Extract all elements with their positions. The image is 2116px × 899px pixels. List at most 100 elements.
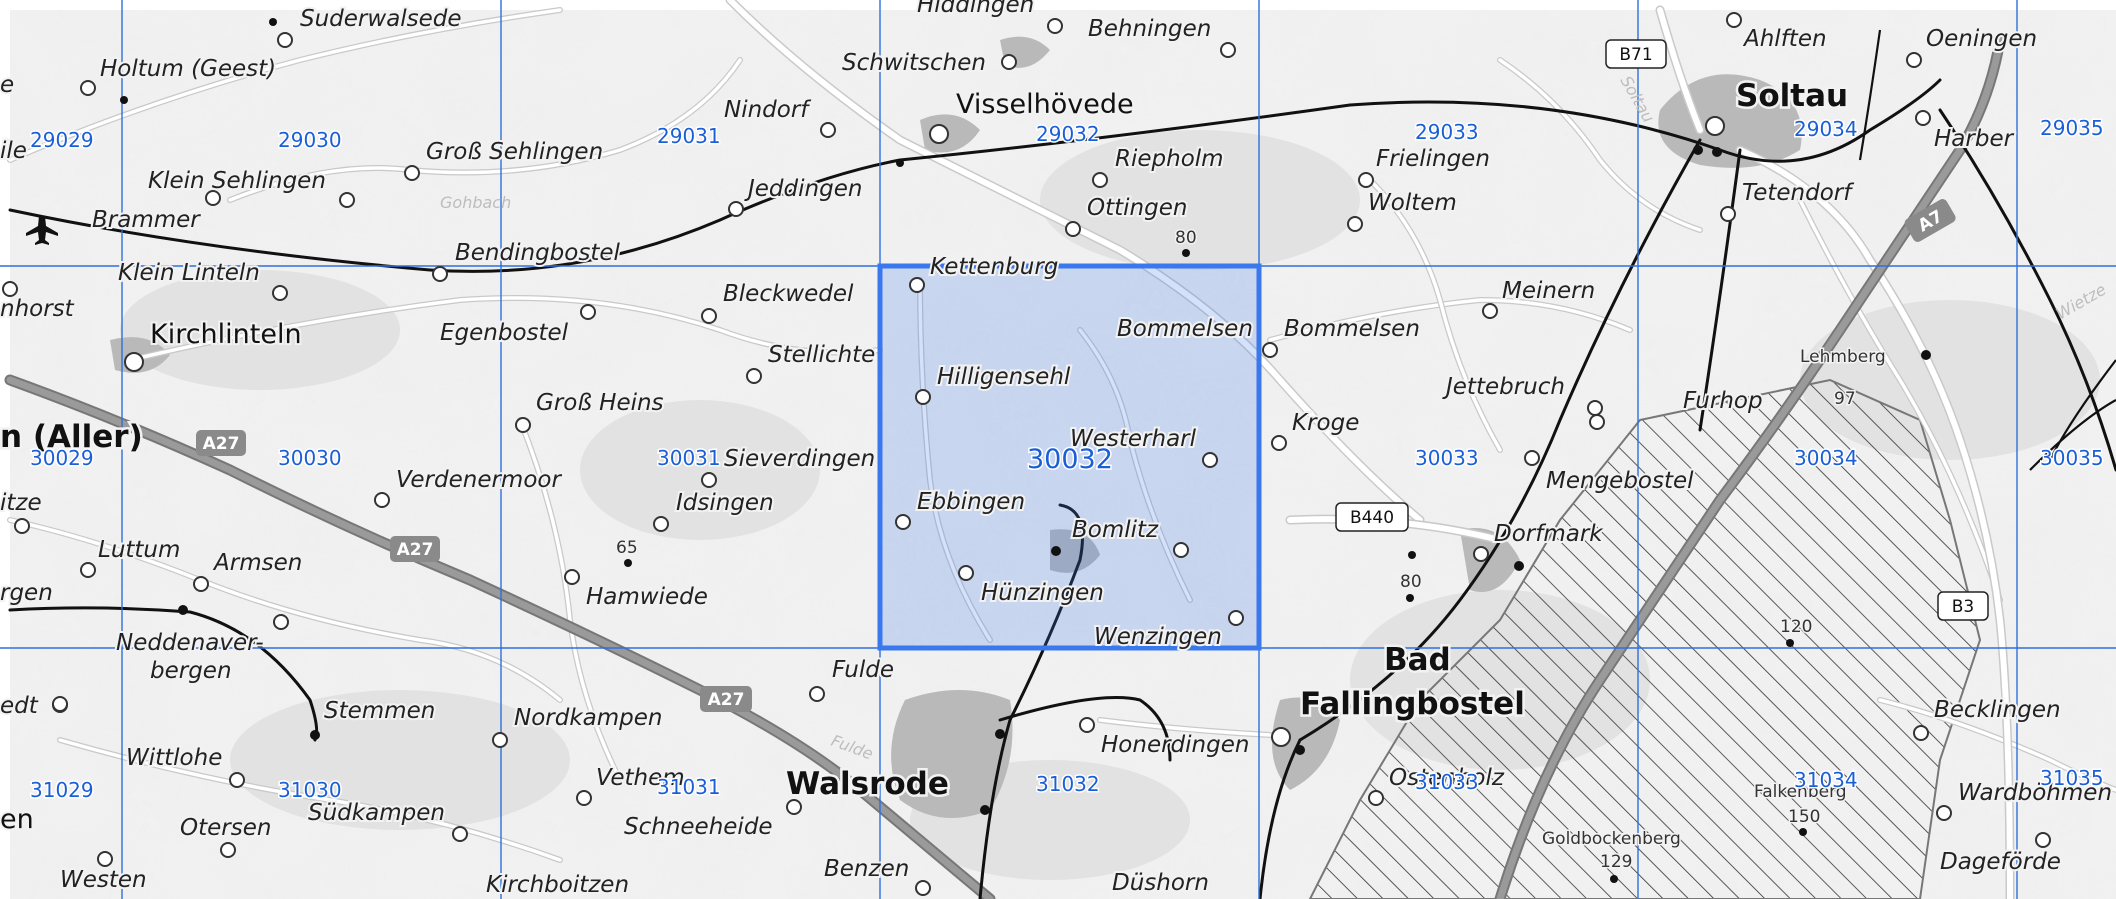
- left-strip: [0, 0, 10, 899]
- tile-label[interactable]: 30035: [2039, 445, 2106, 472]
- tile-label[interactable]: 31035: [2039, 765, 2106, 792]
- place-label: Dorfmark: [1494, 521, 1604, 547]
- tile-label[interactable]: 31030: [277, 777, 344, 804]
- place-label: Bleckwedel: [723, 281, 854, 307]
- place-label-major: n (Aller): [0, 419, 143, 455]
- svg-text:A27: A27: [397, 540, 434, 560]
- place-label-major: Fallingbostel: [1300, 686, 1525, 722]
- place-label: e: [0, 72, 14, 98]
- place-label: Luttum: [98, 537, 180, 563]
- major-place-labels: Visselhövede Soltau Kirchlinteln n (Alle…: [0, 76, 1851, 805]
- place-label: Stellichte: [768, 342, 875, 368]
- tile-label[interactable]: 31033: [1414, 769, 1481, 796]
- tile-label[interactable]: 31034: [1793, 767, 1860, 794]
- railways: [8, 78, 2116, 899]
- place-label: Jettebruch: [1442, 374, 1565, 400]
- tile-label[interactable]: 30033: [1414, 445, 1481, 472]
- elevation-label: 150: [1788, 807, 1820, 827]
- place-label: Hilligensehl: [937, 364, 1071, 390]
- railway-stations: [120, 18, 1931, 883]
- tile-label[interactable]: 29032: [1035, 121, 1102, 148]
- place-label: Oeningen: [1926, 26, 2037, 52]
- place-label: Egenbostel: [440, 320, 569, 346]
- place-label: Groß Heins: [536, 390, 664, 416]
- place-label: Wittlohe: [126, 745, 222, 771]
- place-label: Neddenaver-: [116, 630, 264, 656]
- place-label: Hünzingen: [981, 580, 1104, 606]
- motorway-shield-a27: A27: [700, 686, 752, 712]
- place-label: nhorst: [0, 296, 75, 322]
- tile-label[interactable]: 31029: [29, 777, 96, 804]
- tile-label-selected[interactable]: 30032: [1026, 443, 1115, 477]
- airplane-icon: [26, 216, 58, 245]
- tile-label[interactable]: 29035: [2039, 115, 2106, 142]
- tile-label[interactable]: 29034: [1793, 116, 1860, 143]
- road-shield-b440: B440: [1335, 502, 1409, 532]
- elevation-label: 65: [616, 538, 638, 558]
- road-shield-b71: B71: [1605, 39, 1667, 69]
- elevation-label: 80: [1175, 228, 1197, 248]
- tile-label[interactable]: 30030: [277, 445, 344, 472]
- place-label: Schneeheide: [624, 814, 773, 840]
- place-label: Fulde: [832, 657, 894, 683]
- place-label: Ahlften: [1742, 26, 1827, 52]
- tile-label[interactable]: 30031: [656, 445, 723, 472]
- place-label: Honerdingen: [1101, 732, 1249, 758]
- elevation-label: 129: [1600, 852, 1632, 872]
- water-label: Gohbach: [440, 193, 511, 212]
- place-label: rgen: [0, 580, 53, 606]
- place-label: Groß Sehlingen: [426, 139, 603, 165]
- place-label: Kettenburg: [930, 254, 1058, 280]
- elevation-label: 97: [1834, 389, 1856, 409]
- place-label-major: Visselhövede: [956, 89, 1134, 120]
- tile-label[interactable]: 29033: [1414, 119, 1481, 146]
- place-label: Furhop: [1683, 388, 1763, 414]
- place-label: Jeddingen: [744, 176, 862, 202]
- place-label: Klein Linteln: [118, 260, 260, 286]
- place-label: Otersen: [180, 815, 271, 841]
- place-label: Meinern: [1502, 278, 1595, 304]
- place-label: Brammer: [92, 207, 201, 233]
- place-label: Bommelsen: [1284, 316, 1420, 342]
- place-label: Benzen: [824, 856, 909, 882]
- place-label: Südkampen: [308, 800, 445, 826]
- place-label: Becklingen: [1934, 697, 2061, 723]
- place-label: Riepholm: [1115, 146, 1224, 172]
- place-label-major: Bad: [1384, 642, 1451, 678]
- place-label: Ostenholz: [1389, 765, 1505, 791]
- place-label: Westen: [60, 867, 147, 893]
- tile-label[interactable]: 30029: [29, 445, 96, 472]
- svg-text:B440: B440: [1350, 508, 1394, 528]
- tile-label[interactable]: 29031: [656, 123, 723, 150]
- place-label: Holtum (Geest): [100, 56, 276, 82]
- place-label: Bendingbostel: [455, 240, 620, 266]
- place-label: Vethem: [596, 765, 685, 791]
- svg-text:A27: A27: [203, 434, 240, 454]
- tile-label[interactable]: 29030: [277, 127, 344, 154]
- place-label: Sieverdingen: [724, 446, 875, 472]
- place-label: Behningen: [1088, 16, 1211, 42]
- elevation-label: 80: [1400, 572, 1422, 592]
- place-label: Bomlitz: [1072, 517, 1159, 543]
- place-label: bergen: [150, 658, 232, 684]
- place-label: Nindorf: [724, 97, 811, 123]
- tile-label[interactable]: 29029: [29, 127, 96, 154]
- selected-tile[interactable]: [877, 263, 1262, 651]
- tile-label[interactable]: 31031: [656, 774, 723, 801]
- place-label: Schwitschen: [842, 50, 986, 76]
- place-label: Hiddingen: [917, 0, 1034, 18]
- tile-label[interactable]: 31032: [1035, 771, 1102, 798]
- place-label: Goldbockenberg: [1542, 829, 1681, 849]
- place-label: Mengebostel: [1546, 468, 1694, 494]
- place-label: Ottingen: [1087, 195, 1187, 221]
- svg-text:B3: B3: [1952, 597, 1974, 617]
- place-label: Verdenermoor: [396, 467, 562, 493]
- svg-text:A27: A27: [708, 690, 745, 710]
- place-label: Bommelsen: [1117, 316, 1253, 342]
- place-label: Kroge: [1292, 410, 1359, 436]
- motorway-shield-a27: A27: [390, 536, 440, 562]
- top-strip: [0, 0, 2116, 10]
- tile-label[interactable]: 30034: [1793, 445, 1860, 472]
